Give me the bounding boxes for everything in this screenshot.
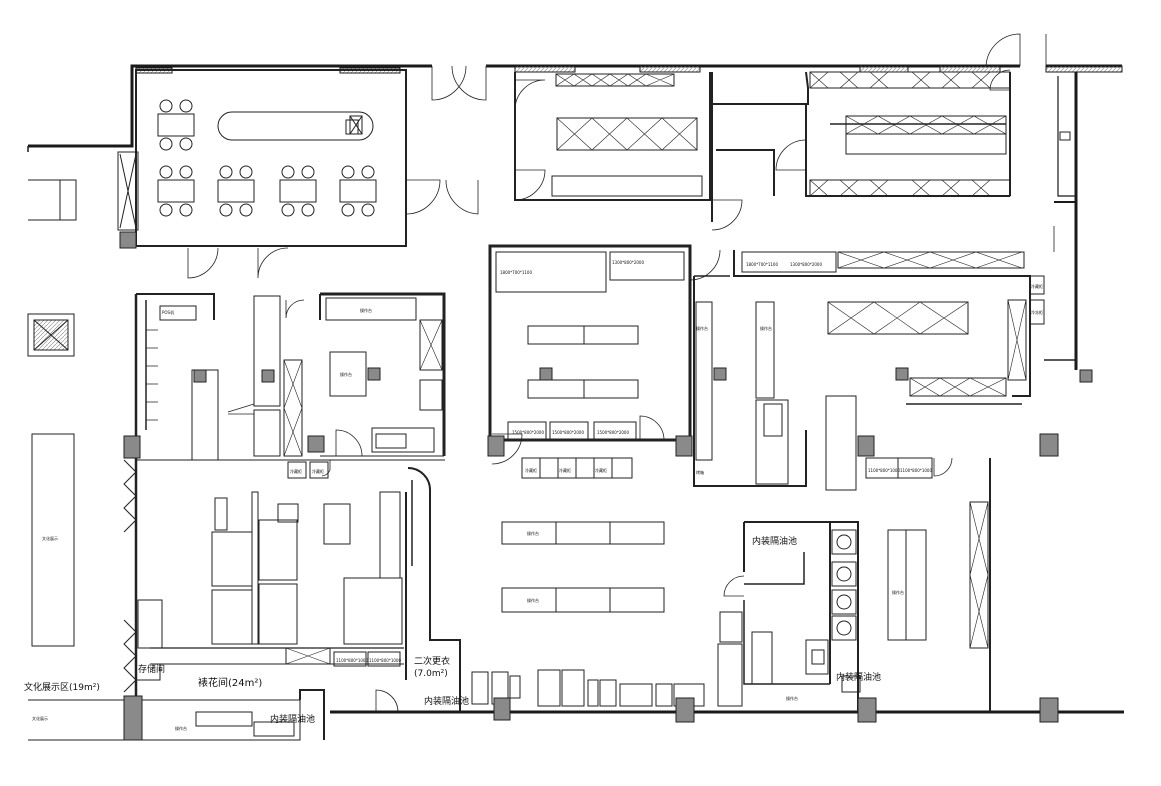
decor-room-label: 裱花间(24m²) <box>198 676 262 689</box>
prep-table-label-8: 操作台 <box>696 325 708 331</box>
changing-room-label: 二次更衣 <box>414 655 450 667</box>
cold-cabinet-label-2: 冷藏柜 <box>559 467 571 473</box>
structural-columns <box>119 119 1093 741</box>
prep-table-label-6: 操作台 <box>786 695 798 701</box>
doors-top <box>187 33 1047 279</box>
small-cabinet-row <box>287 457 633 479</box>
spec-label-a2: 1800*700*1100 <box>746 262 778 267</box>
prep-table-size-4: 1100*800*1000 <box>900 468 932 473</box>
prep-table-label-9: 操作台 <box>760 325 772 331</box>
cold-cabinet-label-1: 冷藏柜 <box>525 467 537 473</box>
cultural-area-label: 文化展示区(19m²) <box>24 681 100 693</box>
oven-label: 烤箱 <box>696 469 704 475</box>
spec-label-b2: 1300*800*2000 <box>790 262 822 267</box>
cold-cabinet-label-6: 冷藏柜 <box>1031 283 1043 289</box>
pastry-kitchen <box>285 292 446 477</box>
cold-cabinet-label-3: 冷藏柜 <box>595 467 607 473</box>
inner-sink-label-2: 内装隔油池 <box>424 695 469 707</box>
cold-cabinet-label-4: 冷藏柜 <box>290 468 302 474</box>
freezer-label: 冷冻柜 <box>1031 309 1043 315</box>
spec-label-a: 1800*700*1100 <box>500 270 532 275</box>
pos-label: POS机 <box>162 309 174 315</box>
washing-machines <box>831 529 857 641</box>
bottom-cabinets <box>471 669 705 707</box>
sink-area <box>717 501 989 712</box>
prep-table-label-1: 操作台 <box>360 307 372 313</box>
work-tables <box>407 467 665 712</box>
cultural-display-label: 文化展示 <box>42 535 58 541</box>
changing-room-area-label: (7.0m²) <box>414 669 448 679</box>
top-middle-room <box>514 72 711 201</box>
inner-sink-label-3: 内装隔油池 <box>752 535 797 547</box>
spec-label-c3: 1500*800*2000 <box>597 430 629 435</box>
seating-room <box>28 69 407 247</box>
spec-label-c1: 1500*800*2000 <box>512 430 544 435</box>
storage-room-label: 存储间 <box>138 663 165 675</box>
prep-table-label-3: 操作台 <box>527 530 539 536</box>
prep-table-label-5: 操作台 <box>892 589 904 595</box>
right-kitchen <box>693 226 1076 712</box>
prep-table-label-2: 操作台 <box>340 371 352 377</box>
dining-tables <box>157 99 377 217</box>
prep-table-size-2: 1100*800*1000 <box>369 658 401 663</box>
prep-table-label-7: 操作台 <box>175 725 187 731</box>
prep-table-label-4: 操作台 <box>527 597 539 603</box>
spec-label-c2: 1500*800*2000 <box>552 430 584 435</box>
cultural-display-label-2: 文化展示 <box>32 715 48 721</box>
cultural-area <box>27 313 124 741</box>
prep-table-size-1: 1100*800*1000 <box>336 658 368 663</box>
top-right-rooms <box>711 69 1071 231</box>
exterior-walls <box>27 64 1124 714</box>
left-kitchen <box>123 293 445 741</box>
inner-sink-label-4: 内装隔油池 <box>836 671 881 683</box>
cold-cabinet-label-5: 冷藏柜 <box>312 468 324 474</box>
inner-sink-label-1: 内装隔油池 <box>270 713 315 725</box>
prep-table-size-3: 1100*800*1000 <box>868 468 900 473</box>
spec-label-b: 1300*800*2000 <box>612 260 644 265</box>
plan-labels: 文化展示区(19m²) 文化展示 文化展示 裱花间(24m²) 存储间 二次更衣… <box>24 260 1043 731</box>
